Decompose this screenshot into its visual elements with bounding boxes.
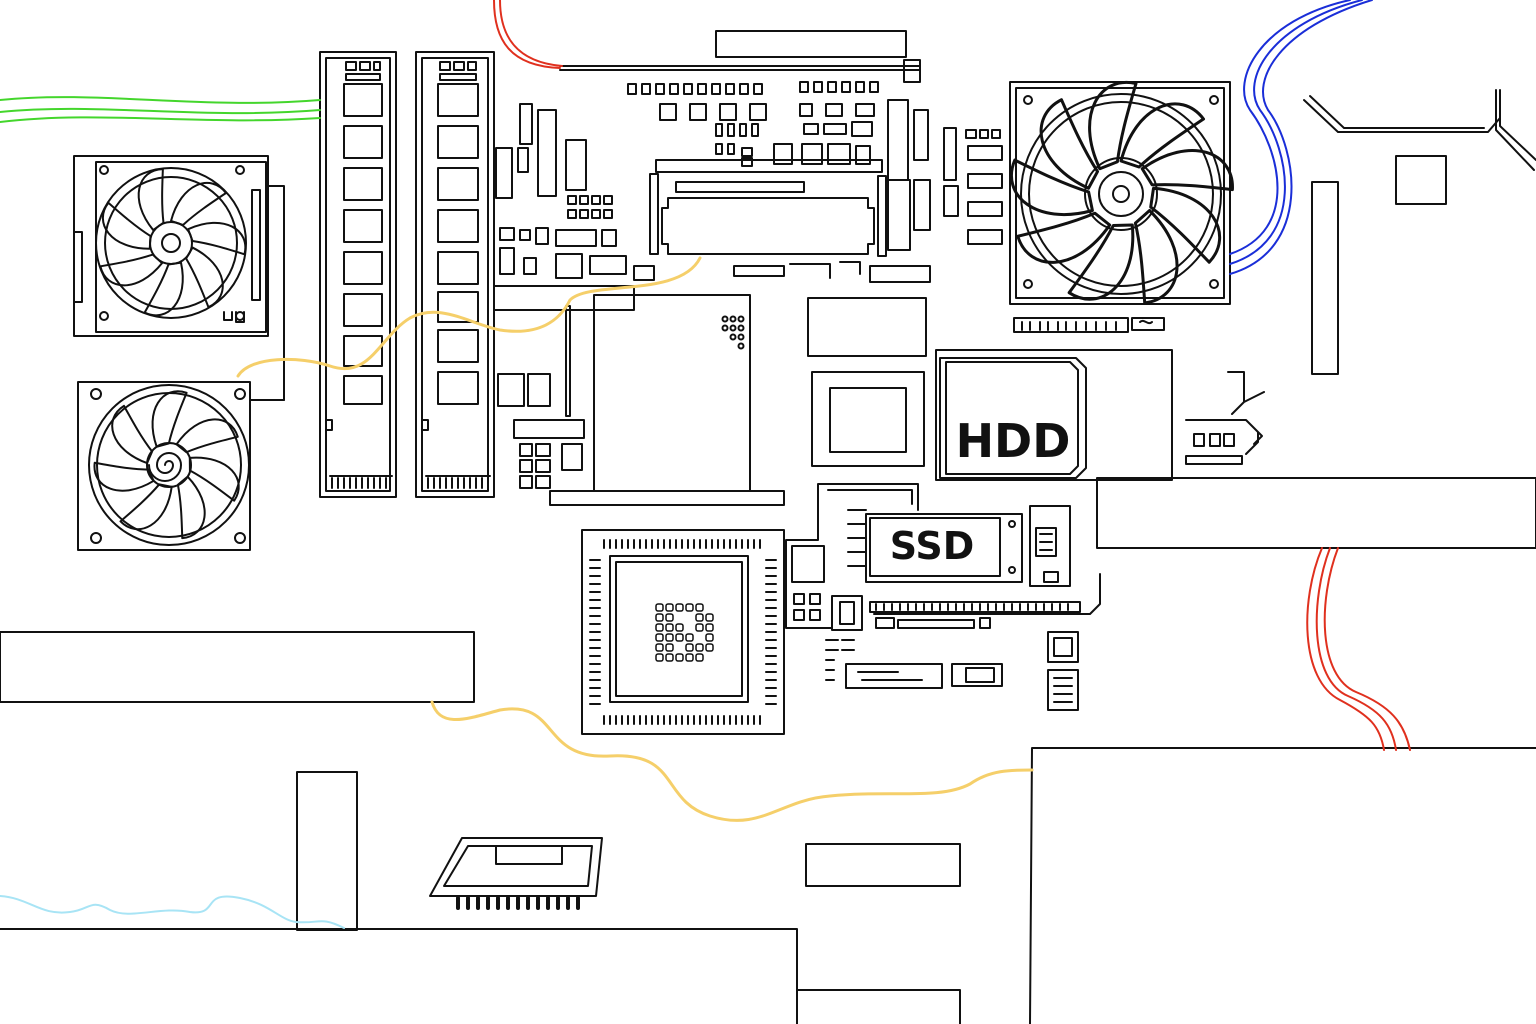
cooling-fan-bottom-left [77, 335, 285, 551]
blue-wire [1229, 0, 1373, 275]
hdd-drive [935, 349, 1173, 481]
ssd-label: SSD [890, 524, 975, 568]
cooling-fan-top-left [73, 155, 285, 337]
board-outline-panels [0, 631, 1536, 1024]
small-ic-chip [429, 837, 603, 910]
pcie-slot [661, 181, 931, 283]
green-wire [0, 96, 321, 123]
ram-stick-1 [319, 51, 397, 498]
red-wire-right [1306, 547, 1411, 751]
yellow-wire [236, 256, 1034, 822]
right-edge-components [1096, 89, 1536, 549]
hdd-label: HDD [956, 414, 1071, 468]
top-connector-slot [559, 30, 921, 83]
ssd-drive [785, 483, 1101, 711]
ram-stick-2 [415, 51, 495, 498]
chipset-heatsink [493, 285, 785, 506]
middle-chips [807, 297, 927, 467]
cpu-chip [581, 529, 785, 735]
cooling-fan-right [1000, 70, 1244, 333]
cyan-wire [0, 895, 345, 929]
smd-component-row [495, 81, 1003, 281]
red-wire-top [493, 0, 563, 69]
